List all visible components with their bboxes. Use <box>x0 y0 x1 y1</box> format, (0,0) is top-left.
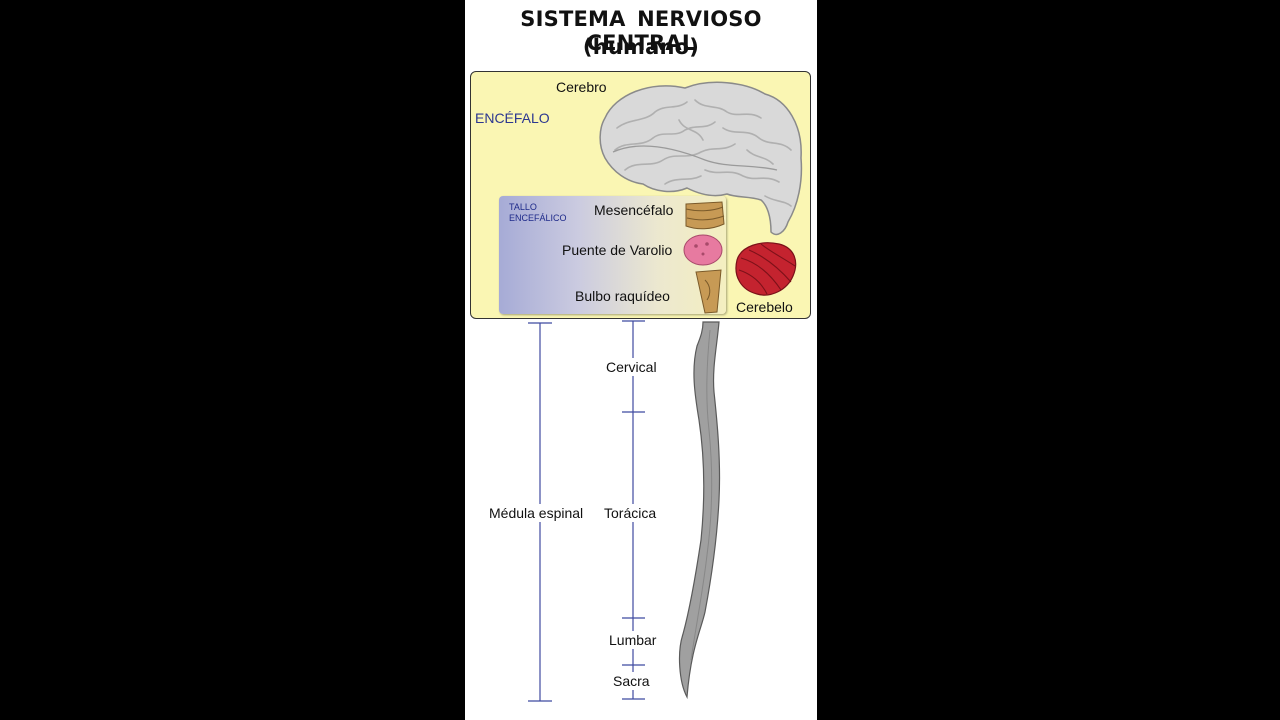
cerebelo-label: Cerebelo <box>736 299 793 315</box>
region-lumbar-label: Lumbar <box>607 631 659 649</box>
puente-de-varolio-label: Puente de Varolio <box>562 242 673 258</box>
cerebellum-illustration <box>735 242 797 296</box>
midbrain-illustration <box>685 201 725 230</box>
tallo-label-line2: ENCEFÁLICO <box>509 213 567 223</box>
mesencefalo-label: Mesencéfalo <box>594 202 674 218</box>
pons-illustration <box>683 234 723 266</box>
brain-illustration <box>599 81 803 236</box>
diagram-title: SISTEMA NERVIOSO CENTRAL <box>520 7 762 55</box>
encefalo-label: ENCÉFALO <box>475 110 550 126</box>
spinal-cord-illustration <box>678 321 721 700</box>
tallo-label-line1: TALLO <box>509 202 537 212</box>
bulbo-raquideo-label: Bulbo raquídeo <box>575 288 670 304</box>
medulla-illustration <box>695 269 722 314</box>
region-cervical-label: Cervical <box>604 358 659 376</box>
region-toracica-label: Torácica <box>602 504 659 522</box>
nervous-system-illustration <box>528 81 803 702</box>
diagram-panel: SISTEMA NERVIOSO CENTRAL (humano) <box>465 0 817 720</box>
cerebro-label: Cerebro <box>556 79 607 95</box>
diagram-subtitle: (humano) <box>582 35 700 59</box>
medula-espinal-label: Médula espinal <box>487 504 586 522</box>
region-sacra-label: Sacra <box>611 672 652 690</box>
